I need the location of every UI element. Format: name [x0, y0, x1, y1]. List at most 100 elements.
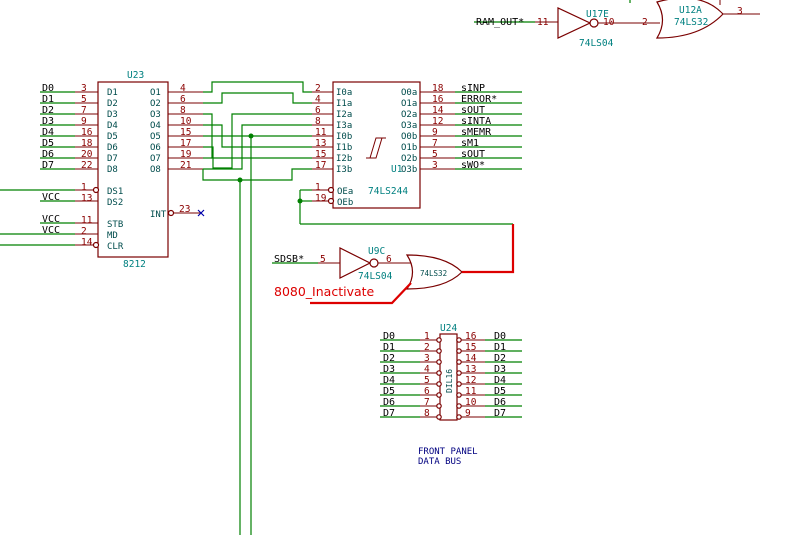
- u1-output-pname: O3a: [401, 121, 417, 131]
- u1-output-pin: 9: [432, 127, 438, 138]
- u24-left-net: D5: [383, 386, 395, 397]
- u23-input-pname: D2: [107, 99, 118, 109]
- u1-output-pname: O2b: [401, 154, 417, 164]
- u12a-name: 74LS32: [674, 17, 708, 28]
- u24-left-net: D4: [383, 375, 395, 386]
- ds1-pin: 1: [81, 182, 87, 193]
- u23-output-pin: 21: [180, 160, 192, 171]
- u1-input-pname: I3b: [336, 165, 352, 175]
- u23-input-pname: D7: [107, 154, 118, 164]
- u23-output-pname: O4: [150, 121, 161, 131]
- u24-right-pin: 13: [465, 364, 476, 375]
- u23-output-pname: O7: [150, 154, 161, 164]
- u24-right-net: D2: [494, 353, 506, 364]
- u1-output-pin: 14: [432, 105, 444, 116]
- u23-input-net: D5: [42, 138, 54, 149]
- u17e-out-pin: 10: [603, 17, 615, 28]
- u1-input-pin: 13: [315, 138, 326, 149]
- ds1-label: DS1: [107, 187, 123, 197]
- u17e-name: 74LS04: [579, 38, 614, 49]
- u1-input-pin: 15: [315, 149, 326, 160]
- u1-output-pin: 16: [432, 94, 444, 105]
- u1-input-pname: I3a: [336, 121, 352, 131]
- md-label: MD: [107, 231, 118, 241]
- u23-output-pname: O2: [150, 99, 161, 109]
- u24-right-net: D0: [494, 331, 506, 342]
- inactivate-label: 8080_Inactivate: [274, 284, 375, 299]
- u24-right-pin: 16: [465, 331, 477, 342]
- stb-vcc: VCC: [42, 214, 60, 225]
- u23-input-pname: D3: [107, 110, 118, 120]
- u24-left-net: D6: [383, 397, 395, 408]
- u17e-ref: U17E: [586, 9, 609, 20]
- u24-right-net: D4: [494, 375, 506, 386]
- u1-output-net: sOUT: [461, 105, 485, 116]
- u9c-ref: U9C: [368, 246, 385, 257]
- u23-output-pname: O6: [150, 143, 161, 153]
- u24-right-net: D7: [494, 408, 506, 419]
- u24-right-net: D3: [494, 364, 506, 375]
- u1-output-pname: O0a: [401, 88, 417, 98]
- u23-input-pin: 9: [81, 116, 87, 127]
- u23-output-pin: 6: [180, 94, 186, 105]
- u24-left-net: D3: [383, 364, 395, 375]
- u23-input-pname: D4: [107, 121, 118, 131]
- u1-output-pname: O0b: [401, 132, 417, 142]
- u9c-inverter: SDSB* 5 U9C 74LS04 6: [272, 246, 412, 282]
- u24-name: DIL16: [445, 369, 454, 393]
- u12a-ref: U12A: [679, 5, 702, 16]
- sdsb-net-label: SDSB*: [274, 254, 304, 265]
- inactivate-annotation: 8080_Inactivate: [274, 224, 515, 305]
- md-vcc: VCC: [42, 225, 60, 236]
- u24-right-net: D1: [494, 342, 506, 353]
- u23-output-pname: O8: [150, 165, 161, 175]
- u23-output-pname: O5: [150, 132, 161, 142]
- u1-input-pin: 11: [315, 127, 327, 138]
- u1-ref: U1: [391, 164, 403, 175]
- stb-label: STB: [107, 220, 123, 230]
- u24-left-pin: 2: [424, 342, 430, 353]
- u1-enable-pins: 1 OEa 19 OEb: [297, 182, 513, 225]
- u24-chip: U24 DIL16: [439, 323, 458, 421]
- u1-output-pname: O1b: [401, 143, 417, 153]
- no-connect-mark: [197, 209, 205, 217]
- ds2-label: DS2: [107, 198, 123, 208]
- u23-input-pname: D5: [107, 132, 118, 142]
- u24-left-net: D1: [383, 342, 395, 353]
- u1-output-net: ERROR*: [461, 94, 497, 105]
- front-panel-line1: FRONT PANEL: [418, 447, 478, 457]
- bus-wiring: [202, 81, 312, 535]
- u1-output-net: sM1: [461, 138, 479, 149]
- u24-left-pin: 7: [424, 397, 430, 408]
- u24-right-pin: 10: [465, 397, 477, 408]
- u24-right-pin: 12: [465, 375, 476, 386]
- oea-label: OEa: [337, 187, 353, 197]
- u24-right-net: D6: [494, 397, 506, 408]
- u1-input-pin: 6: [315, 105, 321, 116]
- u1-output-pin: 12: [432, 116, 443, 127]
- u1-input-pin: 8: [315, 116, 321, 127]
- u1-input-pname: I1a: [336, 99, 352, 109]
- u23-input-net: D7: [42, 160, 54, 171]
- u23-output-pin: 10: [180, 116, 192, 127]
- u23-ref: U23: [127, 70, 144, 81]
- u23-input-net: D6: [42, 149, 54, 160]
- u1-chip: U1 74LS244: [332, 81, 421, 209]
- u23-input-pname: D8: [107, 165, 118, 175]
- u23-output-pin: 19: [180, 149, 192, 160]
- u24-left-net: D0: [383, 331, 395, 342]
- u23-input-pin: 20: [81, 149, 93, 160]
- u23-input-pin: 7: [81, 105, 87, 116]
- u23-output-pin: 15: [180, 127, 191, 138]
- u23-input-pin: 3: [81, 83, 87, 94]
- u24-right-pin: 14: [465, 353, 477, 364]
- schmitt-trigger-icon: [366, 137, 386, 159]
- u23-control-pins: 1 DS1 VCC 13 DS2 VCC 11 STB VCC 2 MD 14 …: [0, 182, 205, 252]
- u24-right-pin: 11: [465, 386, 477, 397]
- u1-input-pname: I2b: [336, 154, 352, 164]
